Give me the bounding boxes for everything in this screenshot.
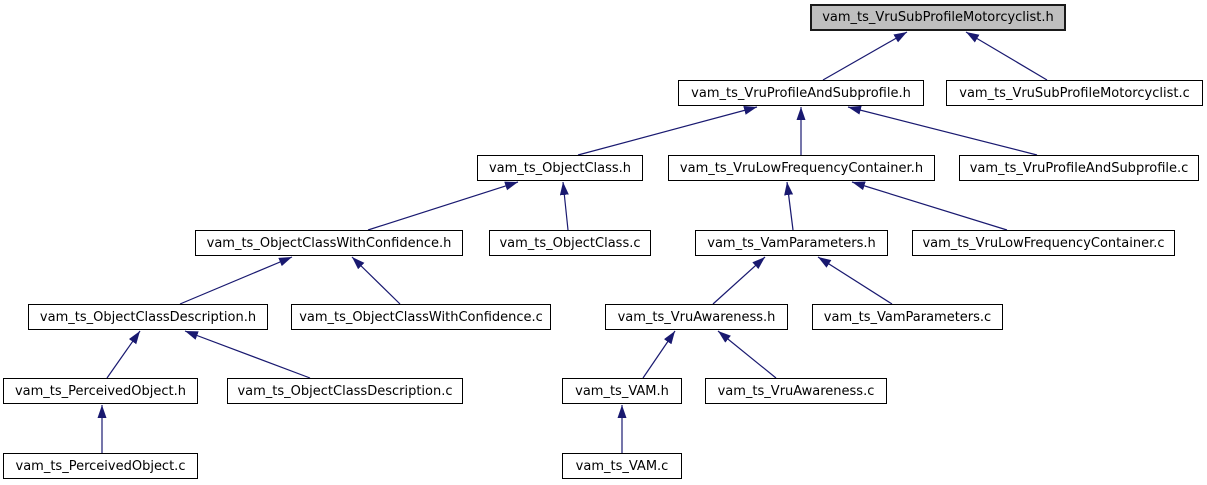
graph-edge-vam_ts_ObjectClassDescription_h-to-vam_ts_ObjectClassWithConfidence_h <box>179 256 293 305</box>
graph-node-vam_ts_VruAwareness_h[interactable]: vam_ts_VruAwareness.h <box>605 304 788 330</box>
graph-node-vam_ts_VruLowFrequencyContainer_h[interactable]: vam_ts_VruLowFrequencyContainer.h <box>668 155 935 181</box>
graph-edge-vam_ts_ObjectClassWithConfidence_c-to-vam_ts_ObjectClassWithConfidence_h <box>351 256 401 305</box>
graph-node-vam_ts_ObjectClass_h[interactable]: vam_ts_ObjectClass.h <box>477 155 643 181</box>
graph-edge-vam_ts_VamParameters_c-to-vam_ts_VamParameters_h <box>817 256 893 305</box>
graph-edge-vam_ts_VAM_h-to-vam_ts_VruAwareness_h <box>642 330 676 379</box>
graph-edge-vam_ts_VruAwareness_c-to-vam_ts_VruAwareness_h <box>717 330 777 379</box>
graph-node-vam_ts_VAM_h[interactable]: vam_ts_VAM.h <box>562 378 682 404</box>
graph-edge-vam_ts_ObjectClassDescription_c-to-vam_ts_ObjectClassDescription_h <box>184 330 311 379</box>
graph-edge-vam_ts_VamParameters_h-to-vam_ts_VruLowFrequencyContainer_h <box>784 181 794 231</box>
graph-node-vam_ts_VruProfileAndSubprofile_c[interactable]: vam_ts_VruProfileAndSubprofile.c <box>959 155 1199 181</box>
graph-edge-vam_ts_ObjectClass_h-to-vam_ts_VruProfileAndSubprofile_h <box>577 106 758 156</box>
graph-node-vam_ts_ObjectClassWithConfidence_h[interactable]: vam_ts_ObjectClassWithConfidence.h <box>195 230 463 256</box>
graph-edge-vam_ts_VruProfileAndSubprofile_c-to-vam_ts_VruProfileAndSubprofile_h <box>847 105 1038 156</box>
graph-node-vam_ts_PerceivedObject_h[interactable]: vam_ts_PerceivedObject.h <box>3 378 198 404</box>
graph-edge-vam_ts_ObjectClass_c-to-vam_ts_ObjectClass_h <box>559 181 569 231</box>
graph-node-vam_ts_VruLowFrequencyContainer_c[interactable]: vam_ts_VruLowFrequencyContainer.c <box>912 230 1175 256</box>
graph-edge-vam_ts_VruProfileAndSubprofile_h-to-vam_ts_VruSubProfileMotorcyclist_h <box>822 31 908 81</box>
graph-node-vam_ts_VamParameters_c[interactable]: vam_ts_VamParameters.c <box>812 304 1003 330</box>
graph-node-vam_ts_PerceivedObject_c[interactable]: vam_ts_PerceivedObject.c <box>3 453 198 479</box>
graph-node-vam_ts_VruSubProfileMotorcyclist_c[interactable]: vam_ts_VruSubProfileMotorcyclist.c <box>946 80 1203 106</box>
graph-node-vam_ts_VamParameters_h[interactable]: vam_ts_VamParameters.h <box>695 230 888 256</box>
graph-edge-vam_ts_VruSubProfileMotorcyclist_c-to-vam_ts_VruSubProfileMotorcyclist_h <box>965 31 1048 81</box>
graph-edge-vam_ts_PerceivedObject_h-to-vam_ts_ObjectClassDescription_h <box>106 330 141 379</box>
graph-node-vam_ts_VruProfileAndSubprofile_h[interactable]: vam_ts_VruProfileAndSubprofile.h <box>678 80 924 106</box>
graph-node-vam_ts_ObjectClassWithConfidence_c[interactable]: vam_ts_ObjectClassWithConfidence.c <box>291 304 551 330</box>
graph-node-vam_ts_VruAwareness_c[interactable]: vam_ts_VruAwareness.c <box>705 378 887 404</box>
graph-edge-vam_ts_VruAwareness_h-to-vam_ts_VamParameters_h <box>712 256 766 305</box>
graph-node-vam_ts_ObjectClass_c[interactable]: vam_ts_ObjectClass.c <box>489 230 651 256</box>
graph-edge-vam_ts_VruLowFrequencyContainer_c-to-vam_ts_VruLowFrequencyContainer_h <box>851 181 1008 231</box>
graph-node-vam_ts_ObjectClassDescription_h[interactable]: vam_ts_ObjectClassDescription.h <box>28 304 268 330</box>
graph-edge-vam_ts_ObjectClassWithConfidence_h-to-vam_ts_ObjectClass_h <box>367 181 519 231</box>
graph-node-vam_ts_VAM_c[interactable]: vam_ts_VAM.c <box>562 453 682 479</box>
graph-node-vam_ts_ObjectClassDescription_c[interactable]: vam_ts_ObjectClassDescription.c <box>227 378 463 404</box>
graph-node-vam_ts_VruSubProfileMotorcyclist_h[interactable]: vam_ts_VruSubProfileMotorcyclist.h <box>810 4 1066 31</box>
